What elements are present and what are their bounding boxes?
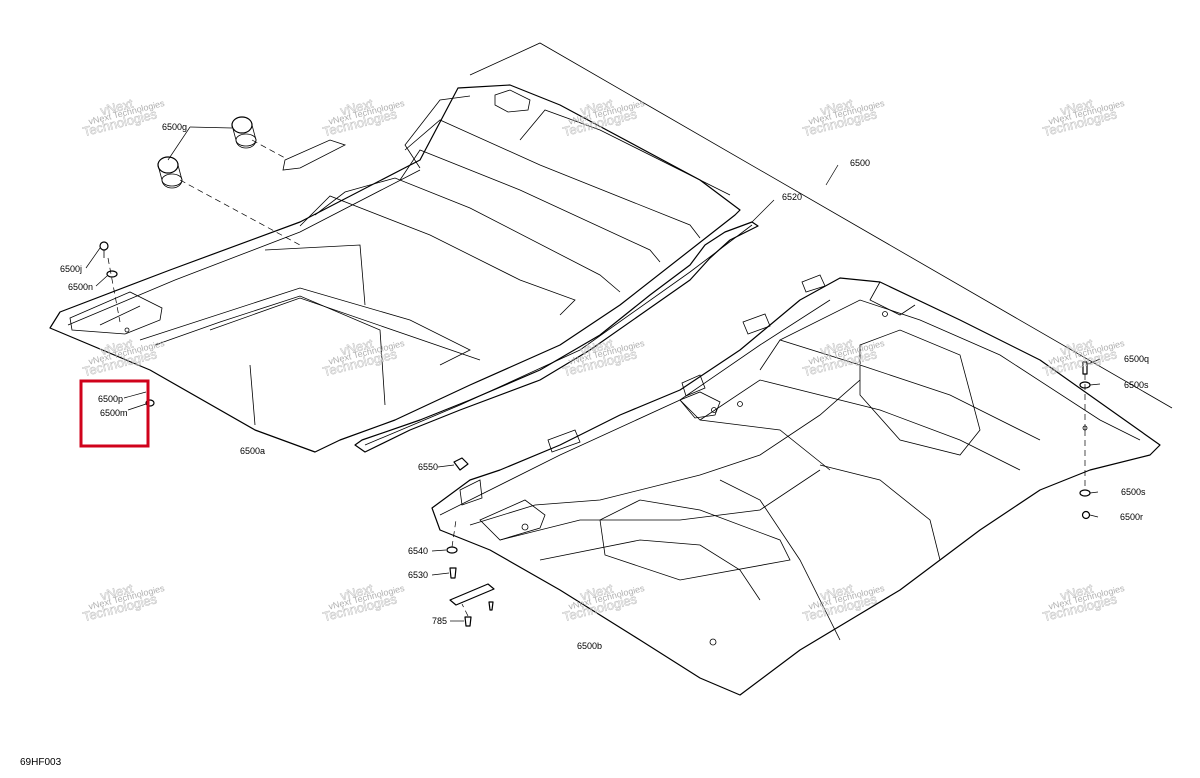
band-6500g-upper [231,116,257,149]
label-6500b: 6500b [577,641,602,651]
panel-6500a [49,84,741,453]
washer-6500s-lower [1079,489,1091,497]
assembly-line-band [179,179,301,246]
label-6500q: 6500q [1124,354,1149,364]
strip-6520 [354,221,759,453]
label-6500: 6500 [850,158,870,168]
label-6500s-lower: 6500s [1121,487,1146,497]
assembly-line-785 [461,603,469,617]
label-6500s-upper: 6500s [1124,380,1149,390]
panel-6500b [431,274,1161,696]
screw-6530 [449,567,457,579]
assembly-line-6500j [107,257,121,323]
label-6500p: 6500p [98,394,123,404]
washer-6540 [446,546,458,554]
label-6500a: 6500a [240,446,265,456]
label-785: 785 [432,616,447,626]
assembly-line-6540 [451,519,457,548]
band-6500g-lower [157,156,183,189]
washer-6500n [106,270,118,278]
label-6530: 6530 [408,570,428,580]
label-6500j: 6500j [60,264,82,274]
label-6520: 6520 [782,192,802,202]
label-6500n: 6500n [68,282,93,292]
leader-lines [85,126,1101,622]
screw-785 [464,616,472,627]
reference-code: 69HF003 [20,757,62,768]
label-6500r: 6500r [1120,512,1143,522]
bolt-6500j [99,241,109,258]
highlight-box [79,379,150,448]
label-6540: 6540 [408,546,428,556]
label-6500g: 6500g [162,122,187,132]
bolt-6500q [1082,361,1088,375]
mounting-plate [449,583,495,606]
assembly-boundary-line [469,42,1173,409]
nut-6500r [1081,510,1091,520]
label-6500m: 6500m [100,408,128,418]
assembly-line-band2 [251,139,286,159]
label-6550: 6550 [418,462,438,472]
screw-plate [488,601,494,611]
clip-6550 [453,457,469,471]
